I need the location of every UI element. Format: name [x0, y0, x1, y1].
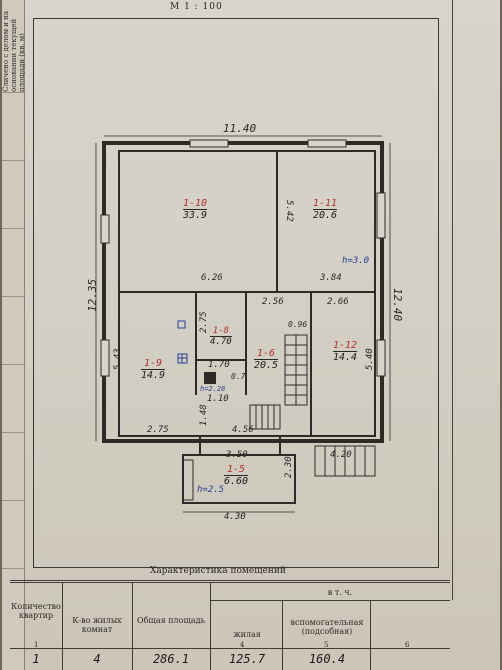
scale-label: М 1 : 100	[170, 2, 223, 12]
dim-left-overall: 12.35	[86, 278, 99, 312]
value-total-area: 286.1	[152, 652, 190, 666]
height-mark-porch: h=2.5	[197, 485, 225, 495]
dim-mid-stair: 2.56	[262, 297, 284, 307]
dim-room8-width: 1.70	[208, 360, 230, 370]
room-area: 6.60	[224, 475, 249, 487]
dim-stair-width: 1.10	[207, 394, 229, 404]
dim-mid-right: 2.66	[327, 297, 349, 307]
room-area: 14.4	[333, 351, 358, 363]
header-rooms: К-во жилых комнат	[72, 616, 122, 634]
room-area: 33.9	[183, 209, 208, 221]
room-area: 4.70	[210, 336, 232, 347]
dim-porch-outer: 4.30	[224, 512, 246, 522]
column-number: 4	[240, 641, 245, 649]
room-id: 1-10	[183, 198, 208, 209]
dim-left-height: 5.43	[113, 348, 123, 370]
porch-steps	[182, 445, 376, 501]
dim-overall-top: 11.40	[223, 122, 257, 135]
header-total-area: Общая площадь	[137, 616, 205, 625]
dim-porch-height: 2.30	[284, 456, 294, 478]
room-id: 1-11	[313, 198, 338, 209]
inner-outline	[118, 150, 376, 437]
room-id: 1-9	[144, 358, 163, 369]
column-number: 6	[405, 641, 410, 649]
room-id: 1-12	[333, 340, 358, 351]
windows	[100, 139, 386, 377]
staircase	[249, 334, 308, 430]
column-number: 5	[324, 641, 329, 649]
dim-right-height: 5.40	[365, 348, 375, 370]
door-block	[204, 372, 216, 384]
header-living: жилая	[233, 630, 261, 639]
dim-upper-right: 3.84	[320, 273, 342, 283]
dim-bottom-left: 2.75	[147, 425, 169, 435]
room-id: 1-5	[227, 464, 246, 475]
value-apartments: 1	[32, 652, 40, 666]
value-rooms: 4	[93, 652, 101, 666]
table-title: Характеристика помещений	[150, 566, 286, 576]
header-auxiliary: вспомогательная (подсобная)	[290, 618, 364, 636]
height-mark-small: h=2.28	[200, 385, 226, 393]
subheader: в т. ч.	[327, 588, 353, 597]
frame-right-edge	[452, 0, 453, 600]
value-auxiliary: 160.4	[308, 652, 346, 666]
dim-small-room: 2.75	[199, 311, 209, 333]
dim-room10-inner: 5.42	[284, 200, 294, 222]
room-area: 20.5	[254, 359, 279, 371]
utility-symbols	[177, 320, 188, 364]
column-number: 1	[34, 641, 39, 649]
room-id: 1-6	[257, 348, 276, 359]
dim-bottom-mid: 4.56	[232, 425, 254, 435]
room-area: 20.6	[313, 209, 338, 221]
dim-upper-divider: 6.26	[201, 273, 223, 283]
room-id: 1-8	[212, 326, 229, 336]
header-apartments: Количество квартир	[11, 602, 61, 620]
outer-wall	[102, 141, 384, 443]
dim-right-overall: 12.40	[391, 288, 404, 322]
dim-stair-gap: 0.96	[288, 320, 308, 329]
dim-porch-inner: 3.50	[226, 450, 248, 460]
room-area: 14.9	[141, 369, 166, 381]
dim-stair-small: 1.48	[199, 404, 209, 426]
height-mark-upper: h=3.0	[342, 256, 370, 266]
dim-porch-right: 4.20	[330, 450, 352, 460]
dim-door-gap: 0.7	[231, 372, 246, 381]
value-living: 125.7	[228, 652, 266, 666]
characteristics-table: Характеристика помещений в т. ч. Количес…	[10, 556, 450, 670]
margin-strip: Сличено с делом и на основании текущей п…	[2, 0, 26, 670]
drawing-frame	[33, 18, 439, 568]
dimension-lines	[95, 135, 391, 513]
